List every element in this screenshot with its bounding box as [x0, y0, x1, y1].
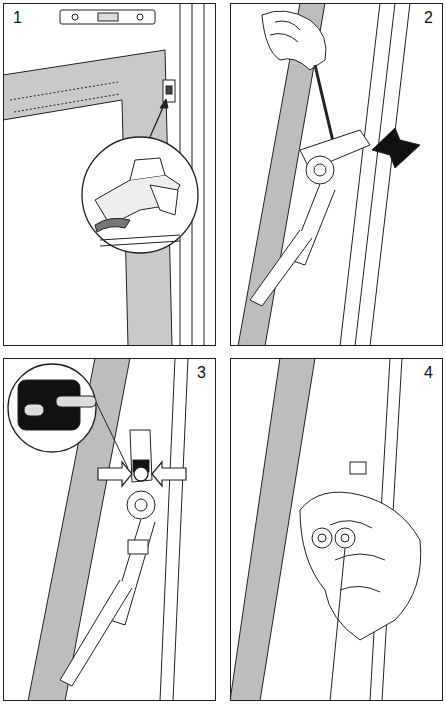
step-panel: 3	[3, 358, 216, 701]
panel-one-art	[3, 3, 204, 346]
panel-four-art	[230, 358, 421, 701]
panel-two-art	[238, 3, 420, 346]
step-panel: 4	[230, 358, 443, 701]
step-number: 4	[422, 364, 435, 382]
panel-three-art	[8, 358, 188, 701]
step-number: 3	[195, 364, 208, 382]
step-panel: 2	[230, 3, 443, 346]
step-panel: 1	[3, 3, 216, 346]
step-number: 2	[422, 9, 435, 27]
step-number: 1	[11, 9, 24, 27]
